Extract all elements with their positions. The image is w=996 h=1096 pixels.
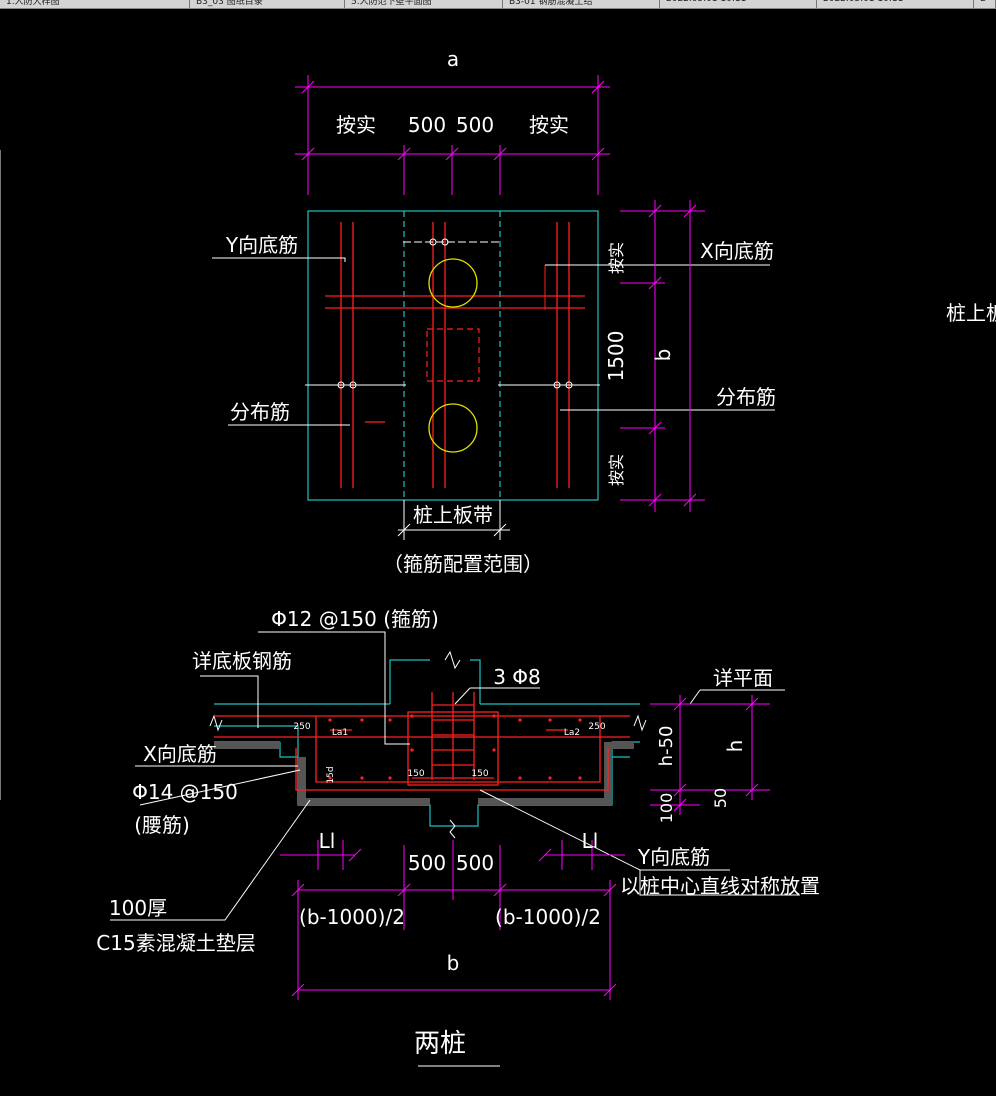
pile-circle xyxy=(428,258,478,308)
dim-h-50: h-50 xyxy=(656,726,677,767)
label-y-bottom-bar: Y向底筋 xyxy=(225,233,298,257)
column-outline xyxy=(426,328,480,382)
drawing-tab[interactable]: 1.人防大样图 xyxy=(0,0,190,8)
dim-100: 100 xyxy=(657,793,676,824)
cushion-material: C15素混凝土垫层 xyxy=(96,931,255,955)
x-bottom-bar-label: X向底筋 xyxy=(143,742,217,766)
plan-right-dimensions xyxy=(620,200,705,512)
drawing-tab-bar: 1.人防大样图 B3_03 图纸目录 5.人防范下壁平面图 B3-01 钢筋混凝… xyxy=(0,0,996,9)
dim-half-right: (b-1000)/2 xyxy=(495,905,601,929)
see-plate-rebar: 详底板钢筋 xyxy=(192,649,292,673)
label-distribution-right: 分布筋 xyxy=(716,385,776,409)
drawing-title: 两桩 xyxy=(414,1029,466,1059)
waist-bar-spec: Φ14 @150 xyxy=(132,780,238,804)
viewport-edge xyxy=(0,150,1,800)
section-dim-500-right: 500 xyxy=(456,851,494,875)
footing-outline xyxy=(307,210,599,501)
drawing-tab[interactable]: 2022.05.01 10:11 xyxy=(817,0,974,8)
hook-250-right: 250 xyxy=(588,722,605,732)
lap-ll-left: Ll xyxy=(319,829,336,853)
cushion-strip xyxy=(298,798,430,805)
top-bars-label: 3 Φ8 xyxy=(493,665,541,689)
anchorage-la1: La1 xyxy=(332,728,348,738)
section-rebar xyxy=(214,692,630,791)
dim-actual-left: 按实 xyxy=(336,113,376,137)
plan-top-dimensions xyxy=(295,75,610,195)
dim-b-label: b xyxy=(651,349,675,362)
section-bottom-dimensions xyxy=(280,840,625,1000)
cushion-strip xyxy=(612,742,634,749)
cushion-strip xyxy=(214,742,280,749)
dim-50: 50 xyxy=(711,788,730,808)
band-note: （箍筋配置范围） xyxy=(383,552,543,576)
drawing-tab[interactable]: 2022.05.01 10:11 xyxy=(660,0,817,8)
plan-rebar xyxy=(325,222,585,488)
n150-left: 150 xyxy=(407,769,424,779)
waist-bar-name: (腰筋) xyxy=(134,813,190,837)
hook-250-left: 250 xyxy=(293,722,310,732)
cushion-strip xyxy=(478,798,612,805)
dim-500-left: 500 xyxy=(408,113,446,137)
side-cut-label: 桩上板 xyxy=(946,301,996,325)
drawing-tab[interactable]: B3-01 钢筋混凝土结 xyxy=(503,0,660,8)
section-right-dimensions xyxy=(650,695,770,815)
dim-actual-top: 按实 xyxy=(607,242,626,274)
label-distribution-left: 分布筋 xyxy=(230,400,290,424)
dim-500-right: 500 xyxy=(456,113,494,137)
dim-a-label: a xyxy=(447,47,459,71)
cushion-strip xyxy=(298,757,306,805)
rebar-dots xyxy=(328,714,582,780)
cushion-thickness: 100厚 xyxy=(109,896,167,920)
section-dim-b: b xyxy=(447,951,460,975)
anchorage-la2: La2 xyxy=(564,728,580,738)
drawing-tab[interactable]: B3_03 图纸目录 xyxy=(190,0,345,8)
dim-actual-bottom: 按实 xyxy=(607,454,626,486)
n150-right: 150 xyxy=(471,769,488,779)
break-symbols xyxy=(209,650,647,839)
plan-view: a 按实 500 500 按实 b 1500 按实 按实 Y向底筋 X向底筋 分… xyxy=(212,47,996,576)
band-label: 桩上板带 xyxy=(413,503,493,527)
distribution-bars xyxy=(305,238,600,389)
lap-ll-right: Ll xyxy=(582,829,599,853)
section-leaders xyxy=(110,631,800,921)
plan-leaders xyxy=(212,257,775,426)
y-bottom-bar-label: Y向底筋 xyxy=(637,845,710,869)
pile-circle xyxy=(428,403,478,453)
hook-15d: 15d xyxy=(326,766,336,783)
dim-1500: 1500 xyxy=(604,331,628,382)
dim-actual-right: 按实 xyxy=(529,113,569,137)
plan-band-dimension xyxy=(397,500,510,540)
dim-h: h xyxy=(723,740,747,753)
stirrup-spec: Φ12 @150 (箍筋) xyxy=(271,607,439,631)
section-dim-500-left: 500 xyxy=(408,851,446,875)
symmetry-note: 以桩中心直线对称放置 xyxy=(620,874,820,898)
drawing-tab[interactable]: 5.人防范下壁平面图 xyxy=(345,0,503,8)
label-x-bottom-bar: X向底筋 xyxy=(700,239,774,263)
section-view: Φ12 @150 (箍筋) 详底板钢筋 3 Φ8 详平面 X向底筋 Φ14 @1… xyxy=(96,607,820,1067)
see-plan-label: 详平面 xyxy=(713,666,773,690)
dim-half-left: (b-1000)/2 xyxy=(299,905,405,929)
